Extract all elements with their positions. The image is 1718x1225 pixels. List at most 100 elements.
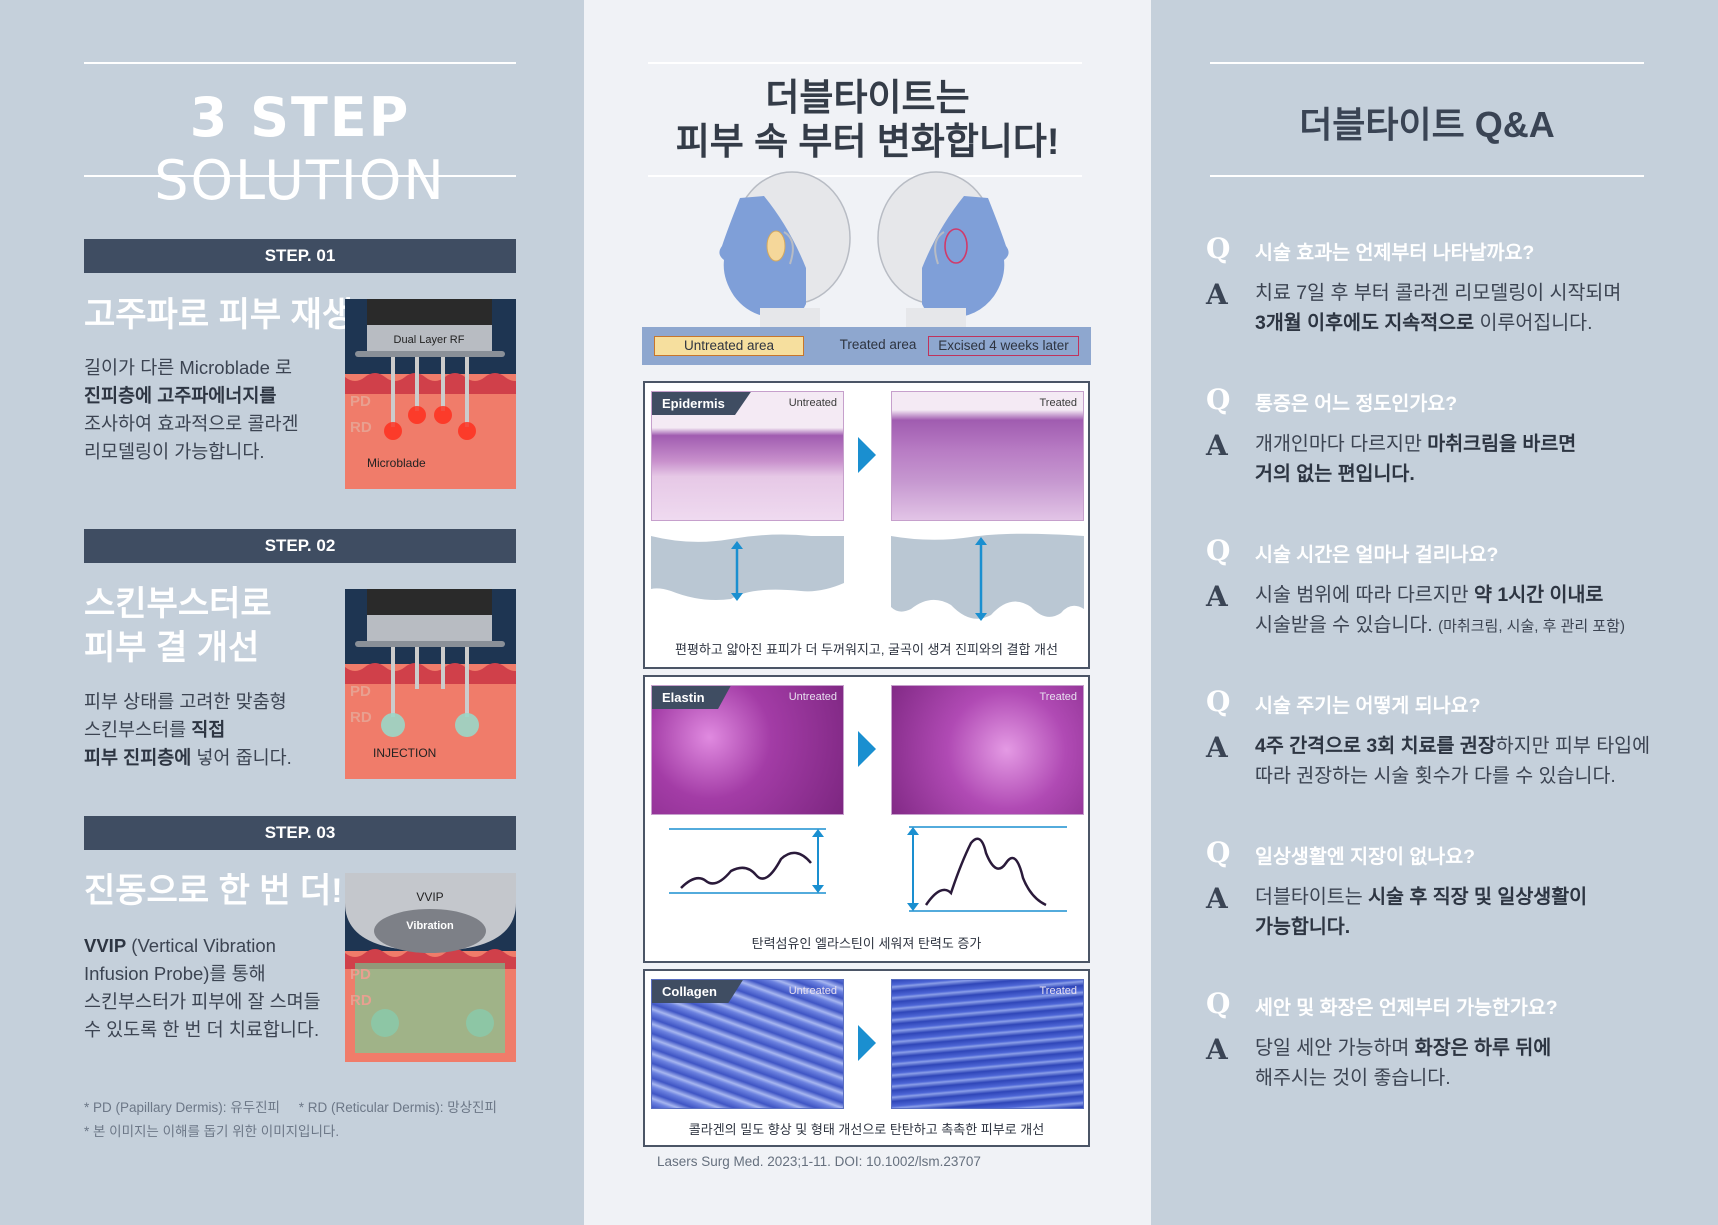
question-text: 통증은 어느 정도인가요? [1255,393,1458,415]
step-02-description-text: 직접 [191,719,226,740]
epidermis-untreated-image: Epidermis Untreated [651,391,844,521]
answer-text: 치료 7일 후 부터 콜라겐 리모델링이 시작되며 3개월 이후에도 지속적으로… [1255,278,1675,338]
collagen-untreated-image: Collagen Untreated [651,979,844,1109]
pd-label: PD [350,966,371,983]
step-03-illustration: VVIP Vibration PD RD [345,873,516,1062]
step-01-description-line: 리모델링이 가능합니다. [84,438,299,466]
step-03-description-line: Infusion Probe)를 통해 [84,960,321,988]
elastin-untreated-image: Elastin Untreated [651,685,844,815]
collagen-tag: Collagen [652,980,743,1003]
question-mark-icon: Q [1206,232,1231,265]
pd-label: PD [350,683,371,700]
step-02-label: STEP. 02 [84,529,516,563]
answer-text: 가능합니다. [1255,916,1351,938]
question-text: 일상생활엔 지장이 없나요? [1255,846,1476,868]
step-01-description-line: 조사하여 효과적으로 콜라겐 [84,410,299,438]
divider [648,175,1082,177]
step-03-description-text: (Vertical Vibration [126,935,276,956]
rd-label: RD [350,419,372,436]
pd-label: PD [350,393,371,410]
divider [648,62,1082,64]
legend-treated: Treated area [839,337,917,352]
answer-text: 4주 간격으로 3회 치료를 권장 [1255,735,1496,757]
elastin-fiber-diagram [669,826,1067,912]
question-text: 시술 시간은 얼마나 걸리나요? [1255,544,1499,566]
step-02-description-line: 스킨부스터를 직접 [84,716,292,744]
step-01-description-text: 길이가 다른 Microblade 로 [84,357,293,378]
step-02-description-line: 피부 진피층에 넣어 줍니다. [84,744,292,772]
question-mark-icon: Q [1206,685,1231,718]
step-02-illustration: PD RD INJECTION [345,589,516,779]
epidermis-thickness-diagram [651,533,1084,621]
arrow-right-icon [858,437,876,473]
solution-title: 3 STEP SOLUTION [154,86,446,212]
untreated-label: Untreated [788,985,837,997]
citation: Lasers Surg Med. 2023;1-11. DOI: 10.1002… [657,1154,981,1169]
rd-label: RD [350,709,372,726]
answer-text: 3개월 이후에도 지속적으로 [1255,312,1475,334]
step-02-description-text: 피부 상태를 고려한 맞춤형 [84,691,287,712]
elastin-caption: 탄력섬유인 엘라스틴이 세워져 탄력도 증가 [751,936,982,951]
answer-text: 약 1시간 이내로 [1474,584,1604,606]
answer-line: 따라 권장하는 시술 횟수가 다를 수 있습니다. [1255,761,1675,791]
step-03-heading: 진동으로 한 번 더! [84,872,343,910]
right-panel [1151,0,1718,1225]
arrow-right-icon [858,1025,876,1061]
answer-line: 해주시는 것이 좋습니다. [1255,1063,1675,1093]
elastin-treated-image: Treated [891,685,1084,815]
answer-mark-icon: A [1206,882,1228,915]
legend-excised: Excised 4 weeks later [928,336,1079,356]
step-01-heading: 고주파로 피부 재생 [84,296,354,334]
legend-untreated: Untreated area [654,336,804,356]
epidermis-panel: Epidermis Untreated Treated 편평하고 얇아진 표피가… [643,381,1090,669]
middle-title: 더블타이트는 피부 속 부터 변화합니다! [675,77,1060,162]
collagen-treated-image: Treated [891,979,1084,1109]
epidermis-caption: 편평하고 얇아진 표피가 더 두꺼워지고, 굴곡이 생겨 진피와의 결합 개선 [675,642,1058,657]
question-mark-icon: Q [1206,383,1231,416]
divider [84,62,516,64]
answer-mark-icon: A [1206,1033,1228,1066]
divider [1210,175,1644,177]
answer-line: 당일 세안 가능하며 화장은 하루 뒤에 [1255,1033,1675,1063]
answer-line: 시술받을 수 있습니다. (마취크림, 시술, 후 관리 포함) [1255,610,1675,642]
answer-line: 더블타이트는 시술 후 직장 및 일상생활이 [1255,882,1675,912]
step-03-description-text: VVIP [84,935,127,956]
question-text: 시술 효과는 언제부터 나타날까요? [1255,242,1535,264]
answer-text: 더블타이트는 [1255,886,1369,908]
rd-label: RD [350,992,372,1009]
untreated-label: Untreated [788,691,837,703]
answer-text: 따라 권장하는 시술 횟수가 다를 수 있습니다. [1255,765,1616,787]
divider [1210,62,1644,64]
vibration-label: Vibration [406,920,454,932]
answer-text: 시술 범위에 따라 다르지만 [1255,584,1475,606]
step-01-label: STEP. 01 [84,239,516,273]
answer-mark-icon: A [1206,580,1228,613]
treated-label: Treated [1039,985,1077,997]
answer-text: 시술 후 직장 및 일상생활이 [1368,886,1588,908]
answer-text: 마취크림을 바르면 [1427,433,1577,455]
step-03-description-text: 스킨부스터가 피부에 잘 스며들 [84,991,321,1012]
epidermis-treated-image: Treated [891,391,1084,521]
answer-text: 시술받을 수 있습니다. [1255,614,1439,636]
question-mark-icon: Q [1206,836,1231,869]
question-mark-icon: Q [1206,987,1231,1020]
device-label: Dual Layer RF [394,334,465,346]
answer-text: 당일 세안 가능하며 [1255,1037,1415,1059]
answer-text: 거의 없는 편입니다. [1255,463,1415,485]
step-02-description-line: 피부 상태를 고려한 맞춤형 [84,688,292,716]
footnote-disclaimer: * 본 이미지는 이해를 돕기 위한 이미지입니다. [84,1124,340,1139]
step-03-description-line: 스킨부스터가 피부에 잘 스며들 [84,988,321,1016]
question-text: 시술 주기는 어떻게 되나요? [1255,695,1481,717]
step-02-heading: 스킨부스터로 피부 결 개선 [84,585,272,667]
vvip-label: VVIP [416,890,443,904]
arrow-right-icon [858,731,876,767]
collagen-panel: Collagen Untreated Treated 콜라겐의 밀도 향상 및 … [643,969,1090,1147]
question-mark-icon: Q [1206,534,1231,567]
qa-title: 더블타이트 Q&A [1299,104,1555,145]
